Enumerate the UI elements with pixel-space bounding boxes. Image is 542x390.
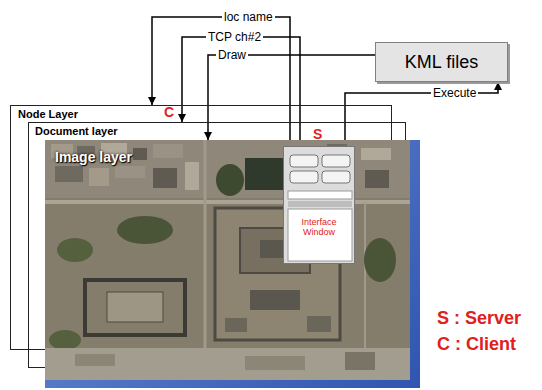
node-text: Document layer	[35, 125, 399, 137]
rect-shape	[45, 140, 410, 198]
client-marker: C	[164, 104, 174, 120]
ellipse-shape	[117, 216, 173, 244]
connector-line	[182, 37, 300, 146]
rect-shape	[115, 166, 145, 178]
rect-shape	[107, 292, 163, 322]
rect-shape	[290, 171, 318, 183]
connector-line	[208, 55, 375, 140]
rect-shape	[55, 166, 83, 182]
rect-shape	[225, 318, 247, 332]
path-shape	[204, 140, 207, 380]
rect-shape	[133, 148, 147, 160]
rect-shape	[322, 171, 350, 183]
satellite-image	[45, 140, 410, 380]
rect-shape	[153, 144, 183, 158]
node-text: Node Layer	[18, 108, 384, 120]
rect-shape	[288, 201, 352, 207]
connector-label: Draw	[216, 48, 248, 62]
rect-shape	[153, 168, 177, 188]
rect-shape	[345, 352, 375, 370]
rect-shape	[361, 148, 391, 160]
interface-window: Interface Window	[283, 146, 355, 264]
connector-label: Execute	[431, 86, 478, 100]
file-box: KML files	[375, 42, 508, 82]
node-text: Image layer	[55, 149, 132, 165]
ellipse-shape	[364, 238, 396, 282]
connector-line	[345, 82, 498, 146]
key-note: C : Client	[437, 334, 516, 355]
rect-shape	[245, 158, 285, 190]
rect-shape	[365, 170, 389, 188]
node-text: KML files	[405, 52, 478, 73]
ellipse-shape	[216, 164, 244, 196]
rect-shape	[85, 280, 185, 335]
connector-label: loc name	[222, 10, 275, 24]
rect-shape	[45, 348, 410, 380]
key-note: S : Server	[437, 308, 521, 329]
node-text: Interface Window	[287, 217, 351, 238]
rect-shape	[307, 316, 331, 332]
rect-shape	[89, 168, 109, 186]
rect-shape	[185, 162, 199, 190]
rect-shape	[245, 356, 305, 370]
ellipse-shape	[49, 330, 81, 350]
rect-shape	[288, 191, 352, 199]
rect-shape	[45, 140, 410, 380]
rect-shape	[288, 209, 352, 261]
rect-shape	[250, 290, 300, 310]
rect-shape	[75, 354, 115, 366]
rect-shape	[322, 155, 350, 167]
image-layer: Image layer Interface Window	[45, 140, 420, 388]
path-shape	[45, 200, 410, 204]
connector-label: TCP ch#2	[206, 30, 263, 44]
ellipse-shape	[57, 238, 93, 262]
window-widgets	[284, 147, 356, 265]
rect-shape	[290, 155, 318, 167]
server-marker: S	[313, 126, 322, 142]
